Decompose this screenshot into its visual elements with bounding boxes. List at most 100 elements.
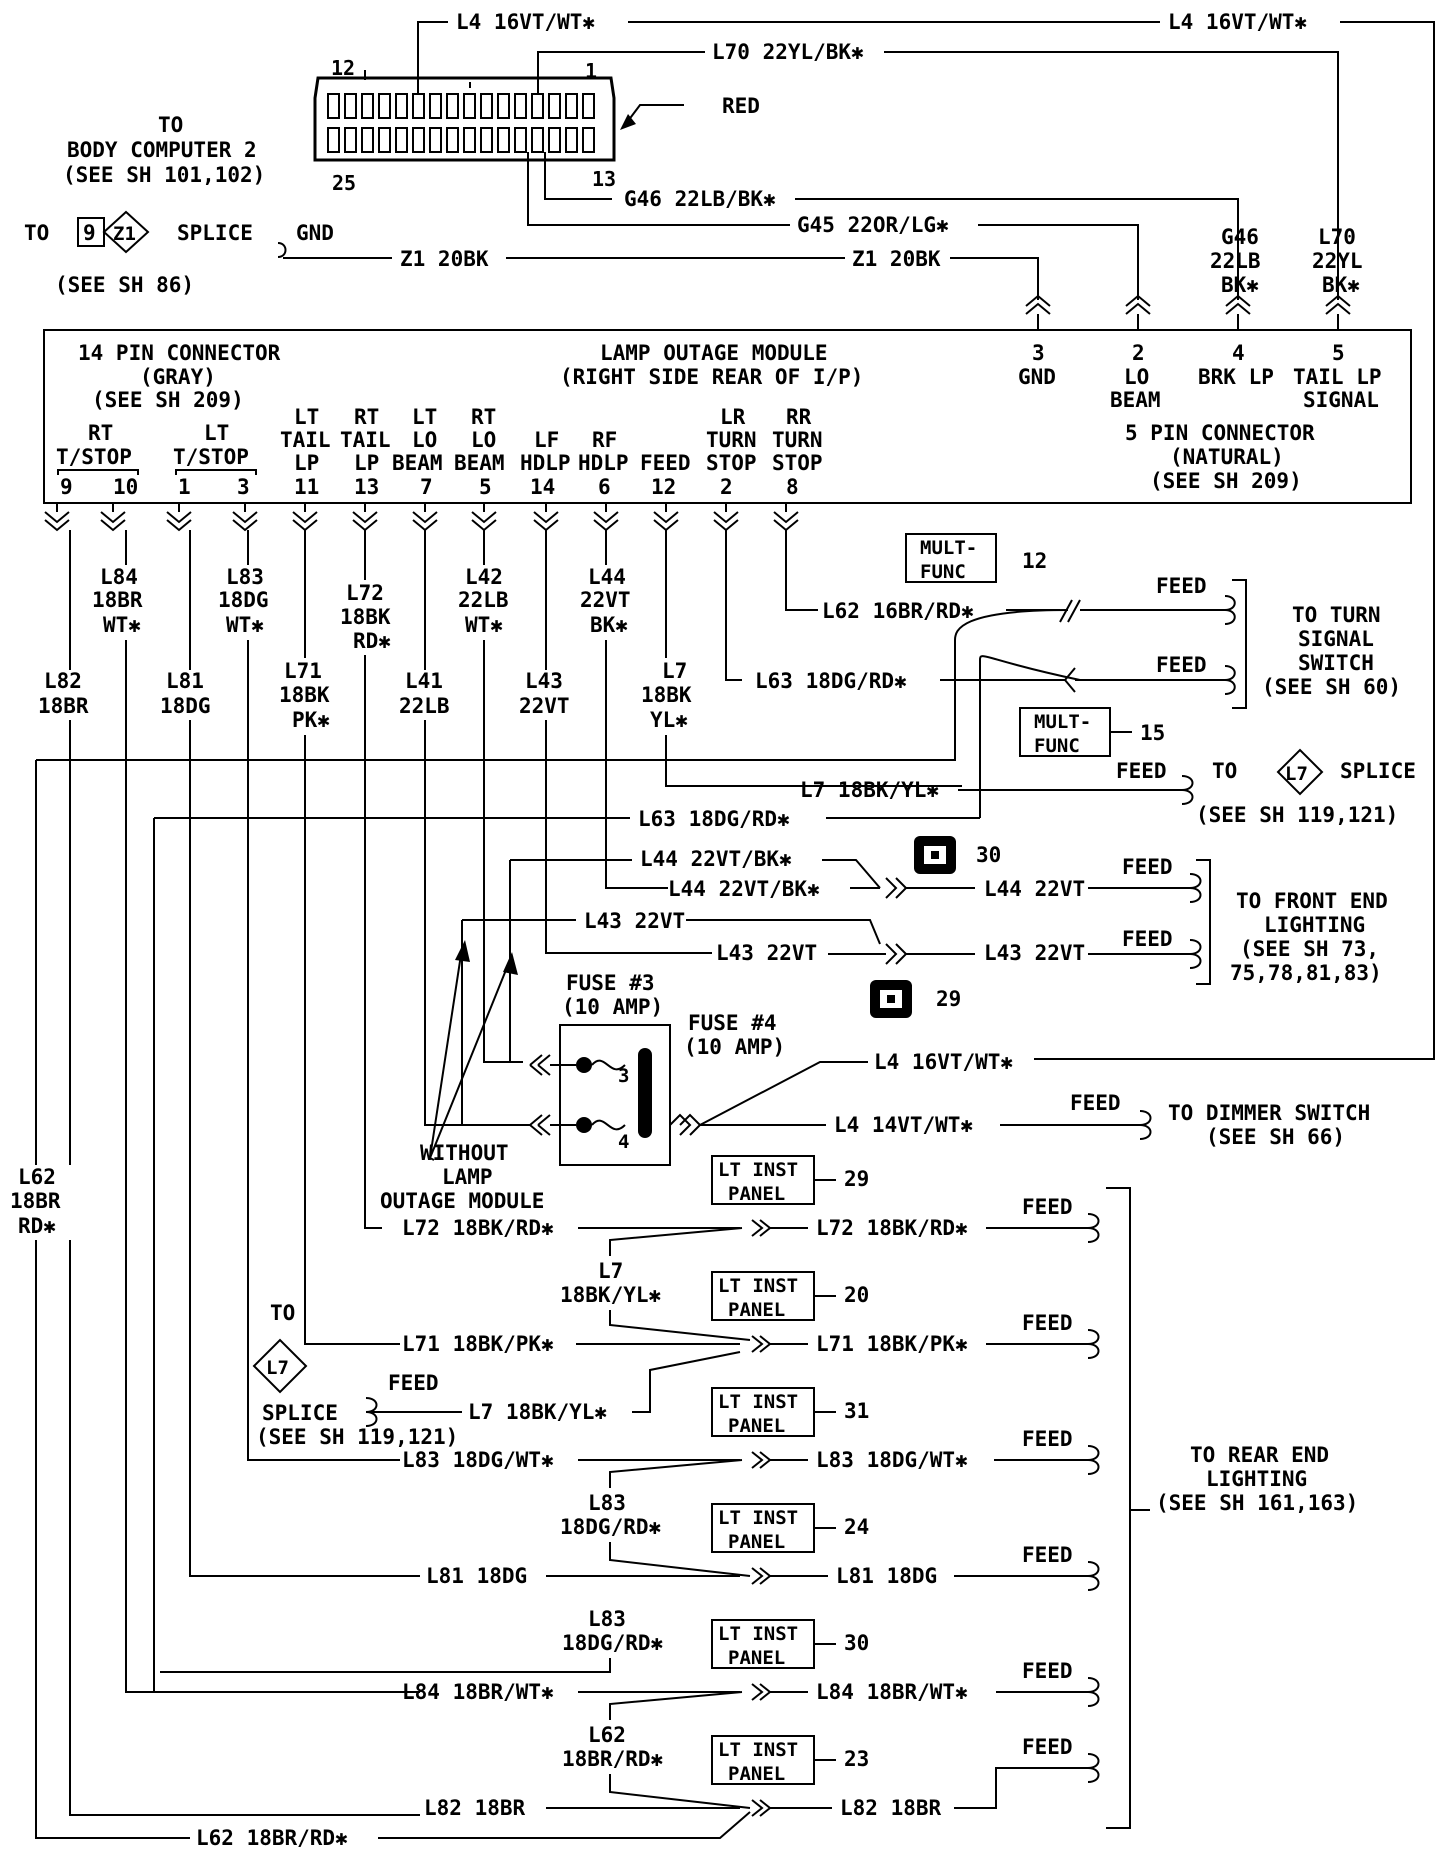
panel-2-b: PANEL (728, 1299, 785, 1321)
pin-9-num: 9 (60, 475, 73, 499)
l63-18dg-label: L63 18DG/RD✱ (755, 669, 907, 693)
rear-end-section: LT INST PANEL 29 LT INST PANEL 20 LT INS… (35, 760, 1358, 1850)
connector-29: 29 (936, 987, 961, 1011)
w-l82-1: L82 (44, 669, 82, 693)
l4-top-label-left: L4 16VT/WT✱ (456, 10, 595, 34)
w-l44-1: L44 (588, 565, 626, 589)
l72-b-label: L72 18BK/RD✱ (816, 1216, 968, 1240)
l43-a-label: L43 22VT (584, 909, 685, 933)
fuse-pin-3: 3 (618, 1065, 629, 1087)
l62-t-2: 18BR/RD✱ (562, 1747, 664, 1771)
pin-13-l2: TAIL (340, 428, 391, 452)
top-wires: L4 16VT/WT✱ L4 16VT/WT✱ L70 22YL/BK✱ RED… (24, 10, 1435, 1060)
conn14-label: 14 PIN CONNECTOR (78, 341, 281, 365)
front-to: TO FRONT END (1236, 889, 1388, 913)
pin-7-l3: BEAM (392, 451, 443, 475)
pin-7-num: 7 (420, 475, 433, 499)
conn5-see: (SEE SH 209) (1150, 469, 1302, 493)
rt-tstop-l1: RT (88, 421, 113, 445)
g46-col-3: BK✱ (1221, 273, 1259, 297)
panel-1-num: 29 (844, 1167, 869, 1191)
w-l71-2: 18BK (279, 683, 330, 707)
pin-2-l1: LR (720, 405, 746, 429)
w-l83-1: L83 (226, 565, 264, 589)
feed-r3: FEED (1022, 1427, 1073, 1451)
g45-label: G45 22OR/LG✱ (797, 213, 949, 237)
splice-see: (SEE SH 119,121) (256, 1425, 458, 1449)
w-l71-1: L71 (284, 659, 322, 683)
feed-dimmer: FEED (1070, 1091, 1121, 1115)
turn-see: (SEE SH 60) (1262, 675, 1401, 699)
pin-5-num: 5 (479, 475, 492, 499)
w-l44-3: BK✱ (590, 613, 628, 637)
l62-bottom-label: L62 18BR/RD✱ (196, 1826, 348, 1850)
l83-t1-1: L83 (588, 1491, 626, 1515)
w-l83-3: WT✱ (226, 613, 264, 637)
top-pin-5-l2: SIGNAL (1303, 388, 1379, 412)
fuse-pin-4: 4 (618, 1131, 629, 1153)
pin-11-l3: LP (294, 451, 319, 475)
w-l42-1: L42 (465, 565, 503, 589)
panel-4-b: PANEL (728, 1531, 785, 1553)
lt-tstop-l1: LT (204, 421, 229, 445)
w-l83-2: 18DG (218, 588, 269, 612)
feed-splice: FEED (388, 1371, 439, 1395)
bottom-pin-chevrons (44, 503, 799, 532)
l43-b-label: L43 22VT (716, 941, 817, 965)
w-l62-2: 18BR (10, 1189, 61, 1213)
w-l42-3: WT✱ (465, 613, 503, 637)
l4-16vt-label: L4 16VT/WT✱ (874, 1050, 1013, 1074)
w-l42-2: 22LB (458, 588, 509, 612)
to-l7-splice: TO (1212, 759, 1237, 783)
to-z1-label: TO (24, 221, 49, 245)
module-wire-labels: L84 18BR WT✱ L83 18DG WT✱ L72 18BK RD✱ L… (10, 565, 692, 1238)
l81-b-label: L81 18DG (836, 1564, 937, 1588)
pin-12-l3: FEED (640, 451, 691, 475)
l7-splice-see: (SEE SH 119,121) (1196, 803, 1398, 827)
l62-t-1: L62 (588, 1723, 626, 1747)
fuse3-label: FUSE #3 (566, 971, 655, 995)
w-l71-3: PK✱ (292, 708, 330, 732)
z1-see: (SEE SH 86) (55, 273, 194, 297)
bc-to: TO (158, 113, 183, 137)
pin-2-l2: TURN (706, 428, 757, 452)
module-vertical-wires (69, 530, 962, 1816)
l83-t1-2: 18DG/RD✱ (560, 1515, 662, 1539)
l71-b-label: L71 18BK/PK✱ (816, 1332, 968, 1356)
module-location: (RIGHT SIDE REAR OF I/P) (560, 365, 863, 389)
w-l72-2: 18BK (340, 605, 391, 629)
connector-30: 30 (976, 843, 1001, 867)
rt-tstop-l2: T/STOP (56, 445, 132, 469)
mult-func-2: MULT- FUNC 15 (1019, 707, 1165, 757)
pin-6-l2: RF (592, 428, 617, 452)
l83-a-label: L83 18DG/WT✱ (402, 1448, 554, 1472)
turn-signal: SIGNAL (1298, 627, 1374, 651)
feed-front-1: FEED (1122, 855, 1173, 879)
l83-b-label: L83 18DG/WT✱ (816, 1448, 968, 1472)
dimmer-to: TO DIMMER SWITCH (1168, 1101, 1370, 1125)
z1-label-right: Z1 20BK (852, 247, 941, 271)
w-l62-3: RD✱ (18, 1214, 56, 1238)
top-pin-4-l1: BRK LP (1198, 365, 1274, 389)
top-pin-2-l2: BEAM (1110, 388, 1161, 412)
without-1: WITHOUT (420, 1141, 509, 1165)
z1-tag: Z1 (113, 223, 136, 245)
conn5-natural: (NATURAL) (1170, 445, 1284, 469)
panel-5-b: PANEL (728, 1647, 785, 1669)
w-l44-2: 22VT (580, 588, 631, 612)
fuse4-amp: (10 AMP) (684, 1035, 785, 1059)
pin-7-l2: LO (412, 428, 437, 452)
feed-r6: FEED (1022, 1735, 1073, 1759)
l4-14vt-label: L4 14VT/WT✱ (834, 1113, 973, 1137)
l43-c-label: L43 22VT (984, 941, 1085, 965)
without-3: OUTAGE MODULE (380, 1189, 544, 1213)
panel-2-a: LT INST (718, 1275, 798, 1297)
front-see-1: (SEE SH 73, (1240, 937, 1379, 961)
panel-5-num: 30 (844, 1631, 869, 1655)
feed-r1: FEED (1022, 1195, 1073, 1219)
l7-t-1: L7 (598, 1259, 623, 1283)
panel-3-num: 31 (844, 1399, 869, 1423)
bc-name: BODY COMPUTER 2 (67, 138, 257, 162)
multi-func-1-a: MULT- (920, 537, 977, 559)
pin-1-num: 1 (178, 475, 191, 499)
